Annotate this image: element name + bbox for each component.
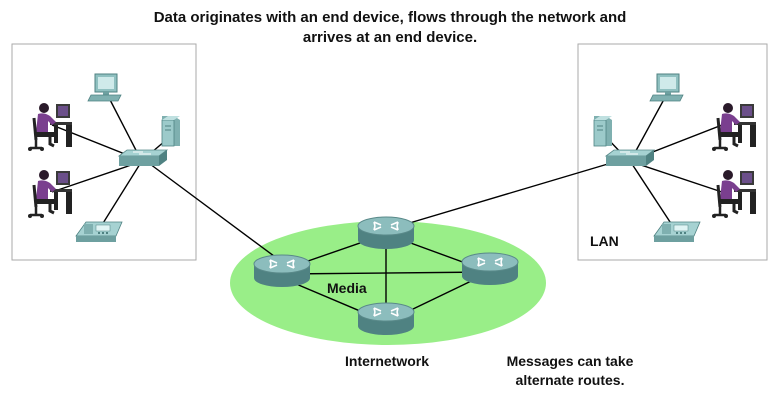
router-right-icon [461, 252, 519, 286]
diagram-title: Data originates with an end device, flow… [153, 9, 627, 46]
internetwork-cloud [230, 221, 546, 345]
alternate-routes-note: Messages can take alternate routes. [506, 353, 634, 388]
switch-right-icon [605, 149, 655, 167]
lan-label: LAN [590, 233, 619, 249]
media-label: Media [327, 280, 367, 296]
server-right-icon [593, 115, 613, 147]
switch-left-icon [118, 149, 168, 167]
router-bottom-icon [357, 302, 415, 336]
server-left-icon [161, 115, 181, 147]
internetwork-label: Internetwork [345, 353, 430, 369]
router-left-icon [253, 254, 311, 288]
router-top-icon [357, 216, 415, 250]
